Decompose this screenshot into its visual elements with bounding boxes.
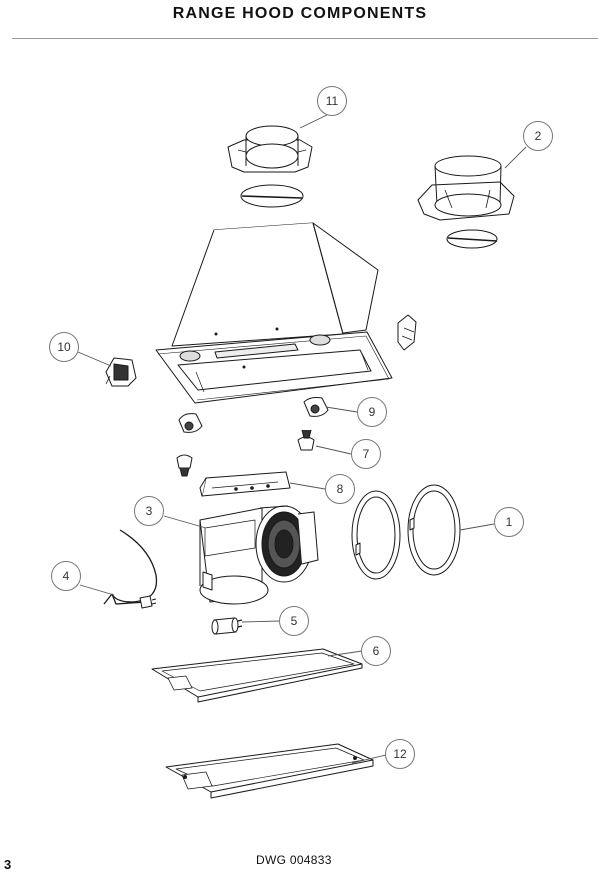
- part-capacitor: [211, 617, 243, 635]
- leader-9: [325, 406, 358, 413]
- callout-4: 4: [51, 561, 81, 591]
- leader-10: [77, 351, 112, 367]
- part-lamp: [176, 429, 315, 477]
- leader-11: [299, 114, 328, 129]
- leader-7: [315, 445, 352, 455]
- callout-8: 8: [325, 474, 355, 504]
- drawing-number: DWG 004833: [256, 853, 332, 867]
- part-damper-top: [240, 184, 304, 208]
- leader-4: [79, 584, 115, 596]
- leader-lines: [77, 114, 527, 764]
- callout-6: 6: [361, 636, 391, 666]
- callout-5: 5: [279, 606, 309, 636]
- callout-11: 11: [317, 86, 347, 116]
- part-damper-right: [446, 229, 498, 249]
- leader-2: [504, 146, 527, 169]
- part-charcoal-filter: [165, 743, 374, 799]
- part-bracket: [105, 357, 137, 387]
- page-number: 3: [4, 857, 12, 872]
- callout-7: 7: [351, 439, 381, 469]
- page-title: RANGE HOOD COMPONENTS: [172, 5, 428, 22]
- header-rule: [12, 38, 598, 39]
- part-round-collar: [351, 484, 461, 580]
- part-hood-bracket: [397, 314, 417, 351]
- callout-2: 2: [523, 121, 553, 151]
- leader-12: [351, 754, 387, 764]
- leader-8: [289, 482, 326, 490]
- part-hood-body: [155, 222, 393, 404]
- callout-1: 1: [494, 507, 524, 537]
- part-power-cord: [103, 529, 158, 609]
- part-duct-adapter-top: [227, 125, 313, 173]
- part-duct-adapter: [417, 155, 515, 221]
- leader-1: [459, 523, 495, 531]
- part-grease-filter: [151, 648, 363, 703]
- callout-3: 3: [134, 496, 164, 526]
- callout-10: 10: [49, 332, 79, 362]
- part-blower-motor: [199, 505, 319, 605]
- callout-9: 9: [357, 397, 387, 427]
- part-control-panel: [199, 471, 291, 497]
- callout-12: 12: [385, 739, 415, 769]
- leader-5: [241, 620, 281, 623]
- leader-6: [327, 650, 363, 657]
- part-lamp-socket: [178, 397, 329, 433]
- leader-3: [163, 515, 207, 529]
